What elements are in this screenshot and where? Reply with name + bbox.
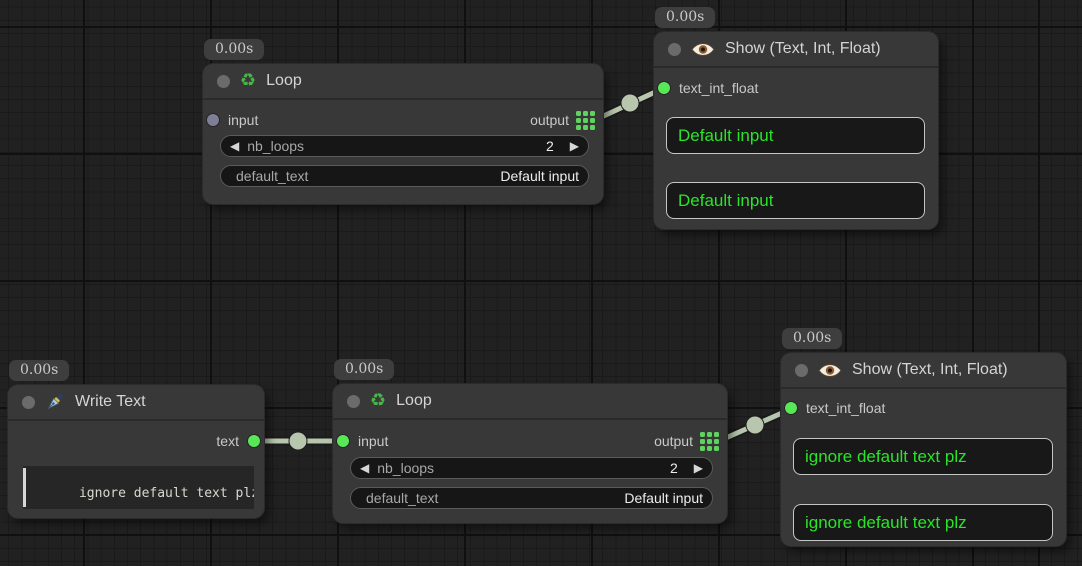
wire-midpoint-dot: [288, 431, 308, 451]
widget-label: default_text: [366, 490, 439, 506]
port-row: input output: [203, 108, 603, 132]
text-display: Default input: [666, 182, 925, 219]
execution-time-badge: 0.00s: [9, 360, 70, 381]
port-row: text_int_float: [654, 76, 938, 100]
port-row: input output: [333, 429, 727, 453]
node-header[interactable]: Show (Text, Int, Float): [654, 32, 938, 68]
wire-looptop-to-showtop: [592, 83, 669, 124]
text-display: ignore default text plz: [793, 504, 1053, 541]
stepper-left-icon[interactable]: ◀: [360, 461, 370, 475]
execution-time-badge: 0.00s: [204, 39, 265, 60]
node-show-bottom[interactable]: 0.00s Show (Text, Int, Float) text_int_f…: [781, 328, 1066, 546]
input-port-label: text_int_float: [806, 400, 886, 416]
input-port-label: text_int_float: [679, 80, 759, 96]
text-input[interactable]: ignore default text plz: [23, 466, 254, 509]
wire-writetext-to-loopbottom: [249, 431, 348, 451]
collapse-dot[interactable]: [217, 74, 230, 88]
nb-loops-stepper[interactable]: ◀ nb_loops 2 ▶: [220, 135, 589, 157]
output-port-label: output: [530, 112, 569, 128]
multi-output-grid-icon[interactable]: [576, 110, 595, 130]
nb-loops-stepper[interactable]: ◀ nb_loops 2 ▶: [350, 457, 713, 479]
default-text-field[interactable]: default_text Default input: [350, 487, 713, 509]
output-port-label: text: [216, 433, 239, 449]
input-port-label: input: [228, 112, 259, 128]
eye-icon: [818, 363, 842, 378]
node-header[interactable]: Write Text: [8, 385, 264, 421]
widget-label: default_text: [236, 168, 309, 184]
execution-time-badge: 0.00s: [334, 359, 395, 380]
wire-midpoint-dot: [620, 93, 640, 113]
widget-value: 2: [545, 138, 554, 154]
collapse-dot[interactable]: [668, 42, 681, 56]
node-header[interactable]: Show (Text, Int, Float): [781, 353, 1066, 389]
node-header[interactable]: ♻ Loop: [203, 64, 603, 100]
eye-icon: [691, 42, 715, 57]
input-port-dot[interactable]: [658, 82, 670, 94]
default-text-field[interactable]: default_text Default input: [220, 165, 589, 187]
stepper-right-icon[interactable]: ▶: [569, 139, 579, 153]
recycle-icon: ♻: [370, 390, 387, 411]
output-port-dot[interactable]: [248, 435, 260, 447]
port-row: text: [8, 429, 264, 453]
node-loop-top[interactable]: 0.00s ♻ Loop input output ◀ nb_loops 2 ▶…: [203, 39, 603, 204]
node-title: Show (Text, Int, Float): [725, 40, 881, 57]
node-title: Write Text: [75, 393, 146, 410]
execution-time-badge: 0.00s: [782, 328, 843, 349]
node-title: Loop: [396, 392, 432, 409]
widget-label: nb_loops: [247, 138, 305, 154]
text-input-value: ignore default text plz: [78, 486, 254, 501]
pen-icon: [45, 392, 65, 412]
input-port-dot[interactable]: [207, 114, 219, 126]
recycle-icon: ♻: [240, 70, 257, 91]
stepper-left-icon[interactable]: ◀: [230, 139, 240, 153]
widget-value: Default input: [624, 490, 703, 506]
execution-time-badge: 0.00s: [655, 7, 716, 28]
widget-value: 2: [669, 460, 678, 476]
node-write-text[interactable]: 0.00s Write Text text ig: [8, 360, 264, 518]
collapse-dot[interactable]: [795, 363, 808, 377]
output-port-label: output: [654, 433, 693, 449]
widget-label: nb_loops: [377, 460, 435, 476]
widget-value: Default input: [500, 168, 579, 184]
text-display: ignore default text plz: [793, 438, 1053, 475]
text-caret: [23, 468, 26, 507]
node-show-top[interactable]: 0.00s Show (Text, Int, Float) text_int_f…: [654, 7, 938, 229]
wire-loopbottom-to-showbottom: [714, 404, 796, 446]
stepper-right-icon[interactable]: ▶: [693, 461, 703, 475]
node-loop-bottom[interactable]: 0.00s ♻ Loop input output ◀ nb_loops 2 ▶…: [333, 359, 727, 523]
text-display: Default input: [666, 117, 925, 154]
wire-midpoint-dot: [745, 415, 765, 435]
input-port-dot[interactable]: [785, 402, 797, 414]
multi-output-grid-icon[interactable]: [700, 431, 719, 451]
port-row: text_int_float: [781, 396, 1066, 420]
node-title: Loop: [266, 72, 302, 89]
node-header[interactable]: ♻ Loop: [333, 384, 727, 420]
input-port-label: input: [358, 433, 389, 449]
input-port-dot[interactable]: [337, 435, 349, 447]
collapse-dot[interactable]: [347, 394, 360, 408]
node-title: Show (Text, Int, Float): [852, 361, 1008, 378]
collapse-dot[interactable]: [22, 395, 35, 409]
